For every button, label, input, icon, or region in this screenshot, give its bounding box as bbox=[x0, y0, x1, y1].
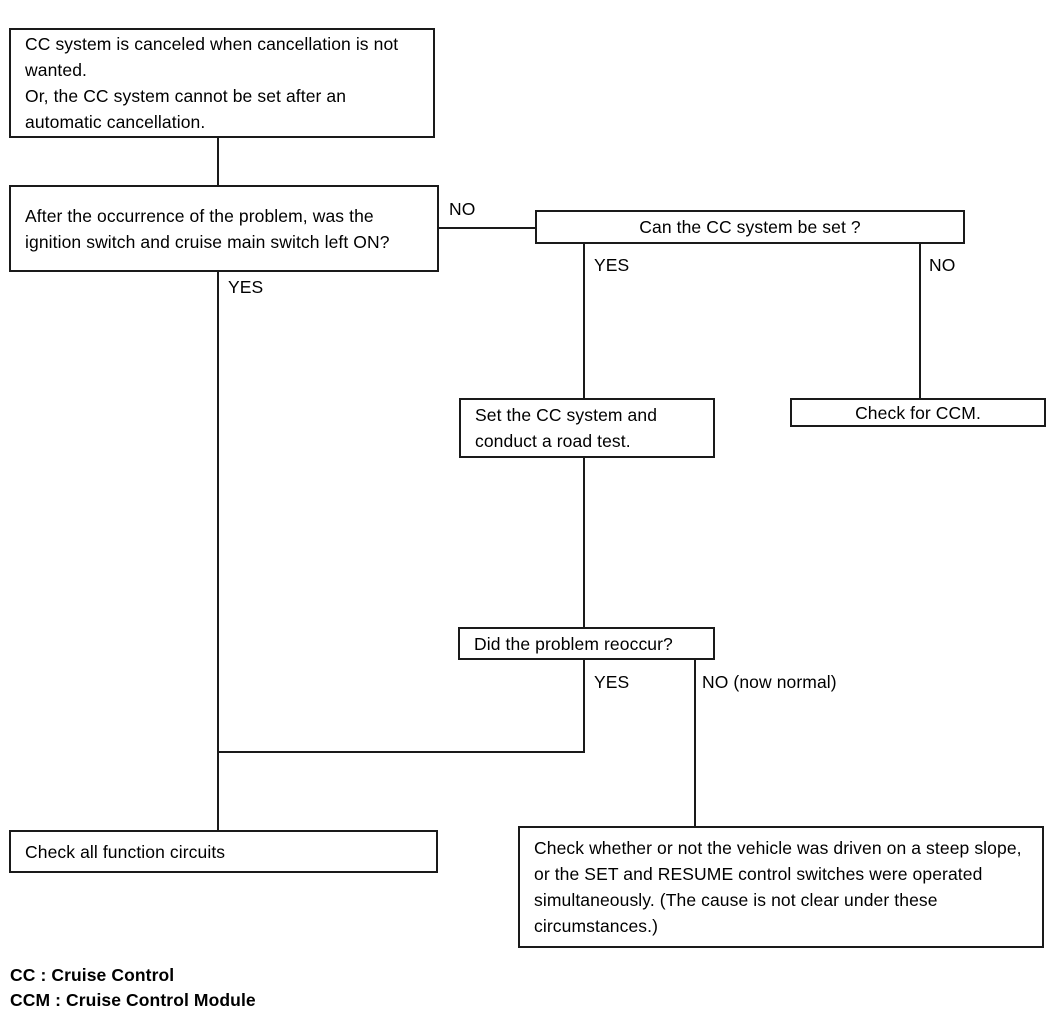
question-can-cc-be-set-box-text: Can the CC system be set ? bbox=[639, 217, 861, 237]
edge-label-yes-can-set: YES bbox=[594, 255, 630, 275]
edge-label-yes-switches: YES bbox=[228, 277, 264, 297]
action-check-driving-conditions-box-text: Check whether or not the vehicle was dri… bbox=[534, 838, 1022, 936]
question-ignition-cruise-switch-box: After the occurrence of the problem, was… bbox=[9, 185, 439, 272]
legend-ccm: CCM : Cruise Control Module bbox=[10, 990, 256, 1010]
edge-label-yes-reoccur: YES bbox=[594, 672, 630, 692]
symptom-box: CC system is canceled when cancellation … bbox=[9, 28, 435, 138]
action-check-for-ccm-box: Check for CCM. bbox=[790, 398, 1046, 427]
action-check-all-function-circuits-box-text: Check all function circuits bbox=[25, 841, 226, 862]
question-can-cc-be-set-box: Can the CC system be set ? bbox=[535, 210, 965, 244]
action-set-cc-road-test-box-text: Set the CC system and conduct a road tes… bbox=[475, 405, 658, 451]
action-check-driving-conditions-box: Check whether or not the vehicle was dri… bbox=[518, 826, 1044, 948]
question-ignition-cruise-switch-box-text: After the occurrence of the problem, was… bbox=[25, 205, 390, 252]
action-check-for-ccm-box-text: Check for CCM. bbox=[855, 402, 981, 423]
question-problem-reoccur-box-text: Did the problem reoccur? bbox=[474, 633, 673, 654]
edge-label-no-can-set: NO bbox=[929, 255, 956, 275]
legend-cc: CC : Cruise Control bbox=[10, 965, 175, 985]
action-set-cc-road-test-box: Set the CC system and conduct a road tes… bbox=[459, 398, 715, 458]
action-check-all-function-circuits-box: Check all function circuits bbox=[9, 830, 438, 873]
question-problem-reoccur-box: Did the problem reoccur? bbox=[458, 627, 715, 660]
edge-label-no-reoccur: NO (now normal) bbox=[702, 672, 837, 692]
edge-label-no-switches: NO bbox=[449, 199, 476, 219]
symptom-box-text: CC system is canceled when cancellation … bbox=[25, 34, 399, 132]
